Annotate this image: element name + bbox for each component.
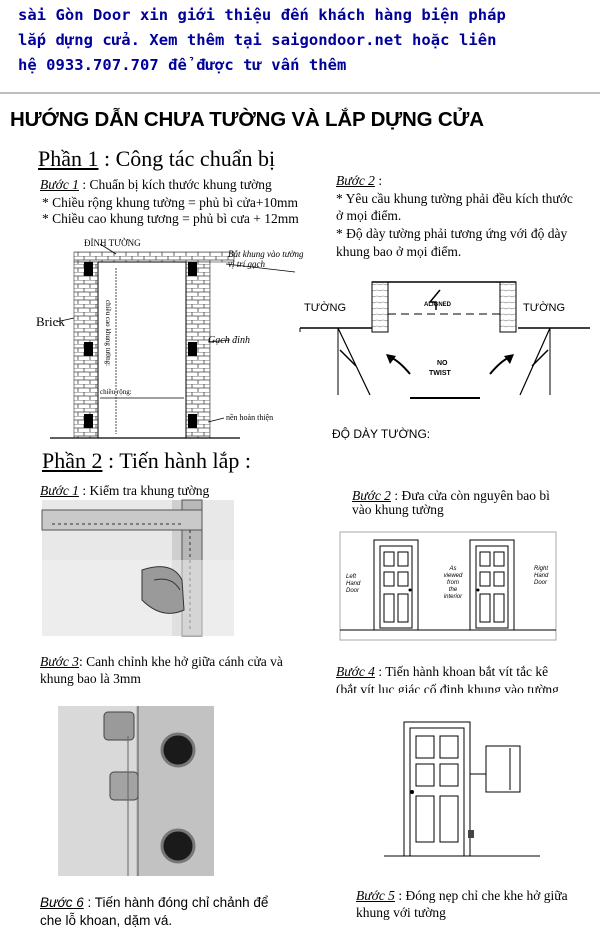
label-twist: TWIST xyxy=(429,370,451,377)
as-viewed-label: As viewed from the interior xyxy=(438,566,468,601)
promo-header: sài Gòn Door xin giới thiệu đến khách hà… xyxy=(0,0,600,88)
phan2-step4: Bước 4 : Tiến hành khoan bắt vít tắc kê xyxy=(336,663,548,680)
phan2-step5-text-a: : Đóng nẹp chỉ che khe hở giữa xyxy=(394,888,568,903)
phan1-step1-bullet2: * Chiều cao khung tương = phủ bì cưa + 1… xyxy=(42,211,299,226)
label-bat-khung-2: vị trí gạch xyxy=(228,259,265,269)
phan1-heading-prefix: Phần 1 xyxy=(38,146,99,171)
photo-check-frame xyxy=(41,499,234,637)
right-hand-door-label: Right Hand Door xyxy=(534,566,548,587)
phan1-step2-label: Bước 2 xyxy=(336,173,375,188)
phan2-step6: Bước 6 : Tiến hành đóng chỉ chảnh để xyxy=(40,894,268,911)
label-chieu-rong: chiều rộng: xyxy=(100,388,132,396)
phan2-heading-prefix: Phần 2 xyxy=(42,448,103,473)
brick-wall-diagram xyxy=(50,243,296,439)
left-hand-door-l3: Door xyxy=(346,588,360,594)
label-no: NO xyxy=(437,360,448,367)
label-tuong-right: TƯỜNG xyxy=(523,302,566,314)
phan1-step2-b2b: khung bao ở mọi điểm. xyxy=(336,244,462,259)
wall-thickness-diagram xyxy=(299,281,590,399)
phan2-step5-text-b: khung với tường xyxy=(356,905,446,920)
phan2-step1-text: : Kiểm tra khung tường xyxy=(82,483,210,498)
phan1-step1: Bước 1 : Chuẩn bị kích thước khung tường xyxy=(40,176,272,193)
phan1-step2-b2a: * Độ dày tường phải tương ứng với độ dày xyxy=(336,226,568,241)
label-gach-dinh: Gạch đinh xyxy=(208,335,250,346)
phan1-heading-rest: : Công tác chuẩn bị xyxy=(98,146,276,171)
phan2-step2-text-a: : Đưa cửa còn nguyên bao bì xyxy=(390,488,550,503)
left-hand-door-l1: Left xyxy=(346,574,357,580)
phan1-step1-label: Bước 1 xyxy=(40,177,79,192)
left-hand-door-label: Left Hand Door xyxy=(346,574,360,595)
phan2-step4-text-b: (bắt vít lục giác cố định khung vào tườn… xyxy=(336,682,559,693)
phan2-step2-label: Bước 2 xyxy=(352,488,391,503)
phan2-step4-text-a: : Tiến hành khoan bắt vít tắc kê xyxy=(374,664,549,679)
as-viewed-l3: from xyxy=(447,580,459,586)
label-bat-khung-1: Bắt khung vào tường xyxy=(228,249,304,259)
phan2-step6-text-b: che lỗ khoan, dặm vá. xyxy=(40,913,173,928)
phan2-step2-text-b: vào khung tường xyxy=(352,502,444,517)
phan2-step4-label: Bước 4 xyxy=(336,664,375,679)
label-chieu-cao: chiều cao khung tường: xyxy=(104,300,112,367)
phan2-step6-text-a: : Tiến hành đóng chỉ chảnh để xyxy=(83,895,269,910)
label-nen-hoan-thien: nền hoàn thiện xyxy=(226,413,274,422)
phan2-step5-label: Bước 5 xyxy=(356,888,395,903)
phan2-step3-label: Bước 3 xyxy=(40,654,79,669)
label-do-day-tuong: ĐỘ DÀY TƯỜNG: xyxy=(332,427,431,441)
phan2-step1: Bước 1 : Kiểm tra khung tường xyxy=(40,482,209,499)
right-hand-door-l1: Right xyxy=(534,566,549,572)
phan1-step2-b1b: ở mọi điểm. xyxy=(336,208,402,223)
phan2-step1-label: Bước 1 xyxy=(40,483,79,498)
label-dinh-tuong: ĐỈNH TƯỜNG xyxy=(84,238,141,248)
as-viewed-l1: As xyxy=(449,566,457,572)
phan2-step3-text-b: khung bao là 3mm xyxy=(40,671,141,686)
phan2-heading: Phần 2 : Tiến hành lắp : xyxy=(42,448,251,474)
page-title: HƯỚNG DẪN CHƯA TƯỜNG VÀ LẮP DỰNG CỬA xyxy=(10,108,484,131)
photo-hinge xyxy=(58,706,214,876)
phan2-step6-label: Bước 6 xyxy=(40,895,84,910)
promo-line-2: lắp dựng cửa. Xem thêm tại saigondoor.ne… xyxy=(18,31,497,49)
phan1-step2-colon: : xyxy=(374,173,383,188)
phan1-step2-b1a: * Yêu cầu khung tường phải đều kích thướ… xyxy=(336,191,573,206)
divider xyxy=(0,92,600,94)
phan1-step2: Bước 2 : xyxy=(336,172,382,189)
phan1-step1-bullet1: * Chiều rộng khung tường = phủ bì cửa+10… xyxy=(42,195,298,210)
as-viewed-l2: viewed xyxy=(443,573,463,579)
promo-line-1: sài Gòn Door xin giới thiệu đến khách hà… xyxy=(18,6,506,24)
phan2-step2: Bước 2 : Đưa cửa còn nguyên bao bì xyxy=(352,487,550,504)
doors-illustration xyxy=(339,531,557,641)
installed-door-illustration xyxy=(364,716,540,866)
phan2-heading-rest: : Tiến hành lắp : xyxy=(102,448,252,473)
phan2-step3: Bước 3: Canh chỉnh khe hở giữa cánh cửa … xyxy=(40,653,283,670)
label-aligned: ALIGNED xyxy=(424,302,451,308)
phan2-step5: Bước 5 : Đóng nẹp chỉ che khe hở giữa xyxy=(356,887,568,904)
label-brick: Brick xyxy=(36,314,65,329)
left-hand-door-l2: Hand xyxy=(346,581,361,587)
right-hand-door-l3: Door xyxy=(534,580,548,586)
promo-line-3: hệ 0933.707.707 để được tư vấn thêm xyxy=(18,56,347,74)
as-viewed-l4: the xyxy=(448,587,458,593)
as-viewed-l5: interior xyxy=(443,594,463,600)
right-hand-door-l2: Hand xyxy=(534,573,549,579)
label-tuong-left: TƯỜNG xyxy=(304,302,347,314)
phan1-step1-text: : Chuẩn bị kích thước khung tường xyxy=(78,177,272,192)
phan2-step3-text-a: : Canh chỉnh khe hở giữa cánh cửa và xyxy=(78,654,283,669)
phan1-heading: Phần 1 : Công tác chuẩn bị xyxy=(38,146,275,172)
